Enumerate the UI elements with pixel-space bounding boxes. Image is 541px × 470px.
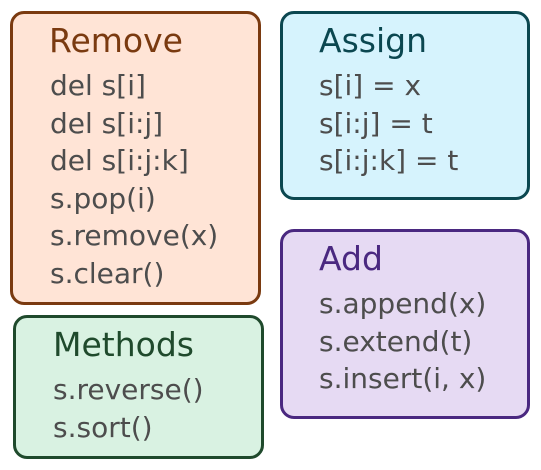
add-item: s.insert(i, x): [319, 362, 487, 395]
assign-item: s[i:j] = t: [319, 106, 433, 140]
assign-item: s[i:j:k] = t: [319, 144, 459, 177]
remove-item: s.clear(): [50, 256, 165, 290]
add-title: Add: [319, 239, 383, 278]
methods-title: Methods: [53, 325, 194, 364]
assign-items: s[i] = x s[i:j] = t s[i:j:k] = t: [319, 67, 458, 180]
remove-item: del s[i]: [50, 69, 146, 102]
assign-box: Assign s[i] = x s[i:j] = t s[i:j:k] = t: [280, 11, 530, 200]
remove-item: s.pop(i): [50, 181, 156, 215]
methods-item: s.reverse(): [53, 373, 204, 406]
remove-item: del s[i:j]: [50, 106, 164, 140]
assign-item: s[i] = x: [319, 69, 422, 102]
add-item: s.append(x): [319, 287, 487, 320]
add-items: s.append(x) s.extend(t) s.insert(i, x): [319, 285, 486, 398]
remove-title: Remove: [49, 21, 183, 60]
add-box: Add s.append(x) s.extend(t) s.insert(i, …: [280, 229, 530, 419]
methods-item: s.sort(): [53, 410, 153, 444]
methods-items: s.reverse() s.sort(): [53, 371, 204, 446]
remove-item: del s[i:j:k]: [50, 144, 189, 177]
remove-item: s.remove(x): [50, 219, 219, 252]
methods-box: Methods s.reverse() s.sort(): [13, 315, 264, 459]
remove-box: Remove del s[i] del s[i:j] del s[i:j:k] …: [10, 11, 261, 305]
remove-items: del s[i] del s[i:j] del s[i:j:k] s.pop(i…: [50, 67, 218, 292]
add-item: s.extend(t): [319, 324, 473, 358]
assign-title: Assign: [319, 21, 427, 60]
